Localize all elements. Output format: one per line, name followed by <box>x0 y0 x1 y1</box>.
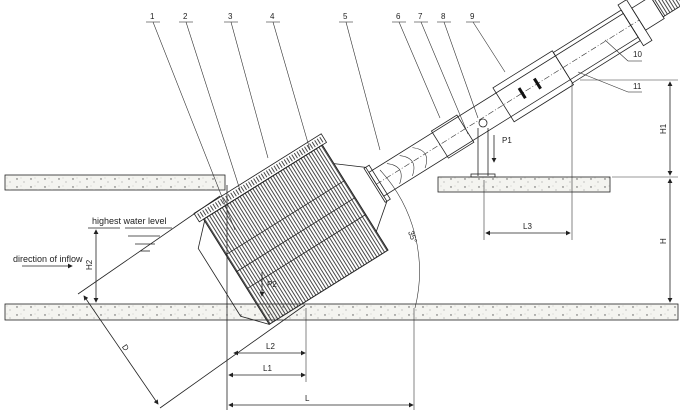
screen-machine <box>193 0 680 326</box>
d-label: D <box>120 343 131 353</box>
h1-label: H1 <box>659 123 668 134</box>
p1-label: P1 <box>502 136 512 145</box>
drum-cover <box>193 133 328 223</box>
part-number-2: 2 <box>183 12 188 21</box>
d-extension-top <box>77 195 221 295</box>
press-section <box>430 114 475 159</box>
support-leg <box>470 118 496 178</box>
part-number-9: 9 <box>470 12 475 21</box>
compaction-zone <box>492 50 575 123</box>
part-number-11: 11 <box>633 82 642 91</box>
highest-water-level-label: highest water level <box>92 216 167 226</box>
inlet-trough <box>197 220 270 325</box>
angle-arc <box>379 169 420 309</box>
h-label: H <box>659 238 668 244</box>
water-level-symbol <box>88 227 172 252</box>
angle-label: 35° <box>406 230 419 244</box>
l-label: L <box>305 394 310 403</box>
discharge-section <box>552 9 641 84</box>
direction-of-inflow-label: direction of inflow <box>13 254 83 264</box>
h2-label: H2 <box>85 259 94 270</box>
part-callouts: 1 2 3 4 5 6 7 8 9 10 11 <box>146 12 642 231</box>
l1-label: L1 <box>263 364 272 373</box>
l2-label: L2 <box>266 342 275 351</box>
p2-label: P2 <box>267 280 277 289</box>
part-number-7: 7 <box>418 12 423 21</box>
l3-label: L3 <box>523 222 532 231</box>
part-number-6: 6 <box>396 12 401 21</box>
part-number-8: 8 <box>441 12 446 21</box>
part-number-4: 4 <box>270 12 275 21</box>
part-number-10: 10 <box>633 50 642 59</box>
motor <box>650 0 680 18</box>
d-extension-bottom <box>159 304 306 409</box>
screw-flight <box>386 147 427 184</box>
part-number-5: 5 <box>343 12 348 21</box>
d-dimension <box>83 295 159 405</box>
concrete-slabs <box>4 174 679 321</box>
flange <box>363 164 391 203</box>
part-number-3: 3 <box>228 12 233 21</box>
part-number-1: 1 <box>150 12 155 21</box>
